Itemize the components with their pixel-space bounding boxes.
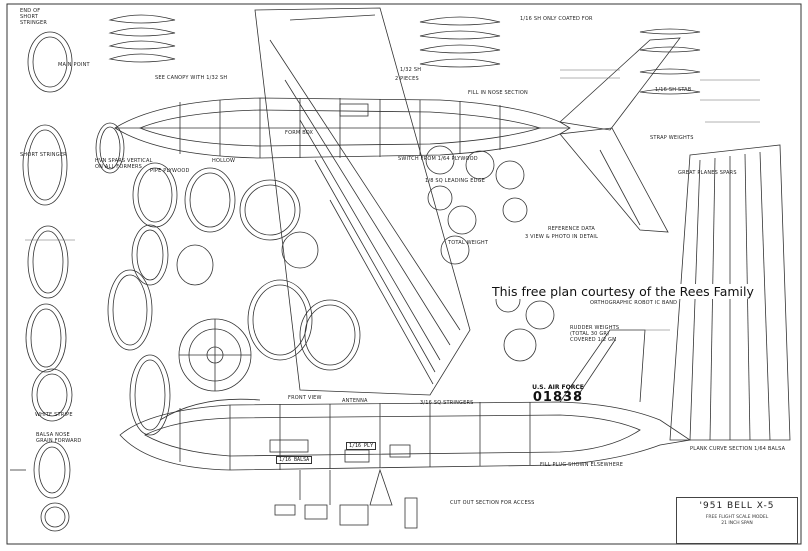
note-great-planes: GREAT PLANES SPARS	[678, 170, 737, 176]
note-white-stripe: WHITE STRIPE	[35, 412, 73, 418]
title-block: '951 BELL X-5 FREE FLIGHT SCALE MODEL 21…	[676, 497, 798, 544]
hatch-lines	[25, 69, 760, 331]
note-fill-plug: FILL PLUG SHOWN ELSEWHERE	[540, 462, 624, 468]
note-two-pieces: 2 PIECES	[395, 76, 419, 82]
note-canopy: SEE CANOPY WITH 1/32 SH	[155, 75, 228, 81]
note-total-weight: TOTAL WEIGHT	[448, 240, 489, 246]
note-switch: SWITCH FROM 1/64 PLYWOOD	[398, 156, 478, 162]
former-sections	[22, 31, 73, 532]
serial-top-text: U.S. AIR FORCE	[532, 384, 584, 391]
note-stab: 1/16 SH STAB	[655, 87, 692, 93]
plan-title: '951 BELL X-5	[699, 501, 775, 511]
fuselage-side-view	[119, 398, 692, 506]
right-wing-panel	[669, 144, 791, 441]
note-leading-edge: 1/8 SQ LEADING EDGE	[425, 178, 486, 184]
note-sideview: 3/16 SQ STRINGERS	[420, 400, 474, 406]
note-hvn-spars: HVN SPARS VERTICAL ON ALL FORMERS	[95, 158, 153, 170]
note-strap: STRAP WEIGHTS	[650, 135, 694, 141]
note-front-view: FRONT VIEW	[288, 395, 322, 401]
note-form-box: FORM BOX	[285, 130, 314, 136]
wing-rib-profiles	[108, 14, 701, 95]
center-formers	[425, 145, 555, 362]
vertical-tail	[559, 37, 681, 233]
small-parts	[10, 469, 418, 529]
plan-border	[6, 3, 802, 545]
note-reference-data: REFERENCE DATA	[548, 226, 595, 232]
note-cut-out: CUT OUT SECTION FOR ACCESS	[450, 500, 535, 506]
note-short-stringer: SHORT STRINGER	[20, 152, 67, 158]
note-pipe-plywood: PIPE PLYWOOD	[150, 168, 190, 174]
tail-side-view	[559, 329, 646, 403]
note-plank: PLANK CURVE SECTION 1/64 BALSA	[690, 446, 786, 452]
note-fill-nose: FILL IN NOSE SECTION	[468, 90, 528, 96]
note-reference-lines: 3 VIEW & PHOTO IN DETAIL	[525, 234, 599, 240]
note-balsa-nose: BALSA NOSE GRAIN FORWARD	[36, 432, 82, 444]
plan-subtitle: FREE FLIGHT SCALE MODEL 21 INCH SPAN	[705, 515, 769, 526]
serial-marking: U.S. AIR FORCE 01838	[518, 384, 598, 405]
swept-wing-panel	[254, 7, 471, 396]
note-top: 1/16 SH ONLY COATED FOR	[520, 16, 593, 22]
note-main-point: MAIN POINT	[58, 62, 90, 68]
part-plate-1: 1/16 BALSA	[276, 456, 313, 464]
note-orthographic: ORTHOGRAPHIC ROBOT IC BAND	[590, 300, 678, 306]
credit-text: This free plan courtesy of the Rees Fami…	[492, 284, 754, 299]
former-sections-2	[95, 122, 361, 436]
part-plate-2: 1/16 PLY	[346, 442, 377, 450]
note-rudder-weights: RUDDER WEIGHTS (TOTAL 30 GR) COVERED 1/2…	[570, 325, 620, 343]
note-end-of-short-stringer: END OF SHORT STRINGER	[20, 8, 48, 26]
note-antenna: ANTENNA	[342, 398, 368, 404]
note-balsa-dash: 1/32 SH	[400, 67, 422, 73]
fuselage-top-view	[114, 97, 571, 159]
note-hollow: HOLLOW	[212, 158, 236, 164]
serial-number: 01838	[532, 390, 584, 405]
